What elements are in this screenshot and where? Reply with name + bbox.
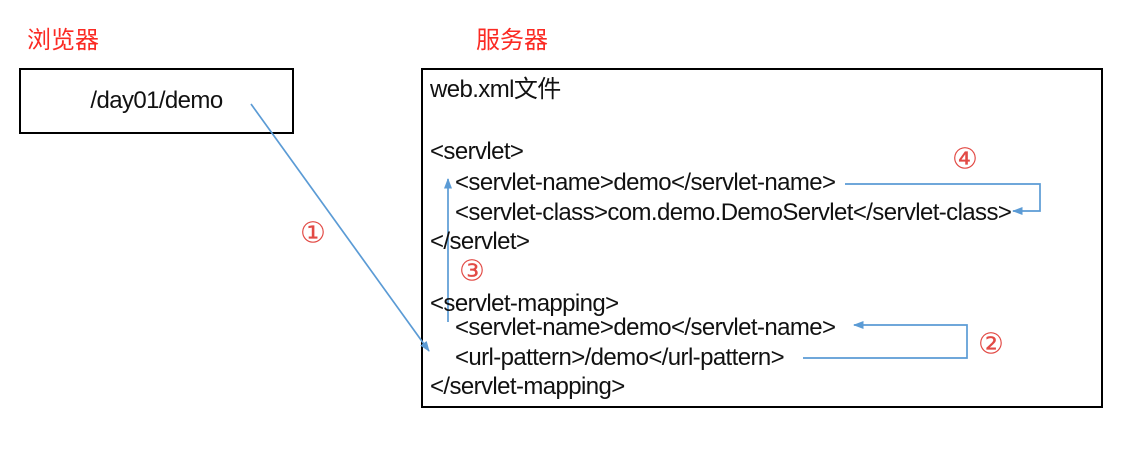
request-url: /day01/demo (90, 87, 223, 114)
code-servlet-class: <servlet-class>com.demo.DemoServlet</ser… (455, 199, 1012, 226)
code-servlet-close: </servlet> (430, 228, 530, 255)
step-3-badge: ③ (459, 253, 485, 288)
step-4-badge: ④ (952, 141, 978, 176)
code-servlet-name: <servlet-name>demo</servlet-name> (455, 169, 836, 196)
arrow-step1-request-to-urlpattern (250, 103, 430, 352)
code-mapping-servlet-name: <servlet-name>demo</servlet-name> (455, 314, 836, 341)
code-mapping-close: </servlet-mapping> (430, 373, 625, 400)
server-title: 服务器 (476, 28, 548, 54)
code-mapping-url-pattern: <url-pattern>/demo</url-pattern> (455, 344, 785, 371)
browser-title: 浏览器 (27, 28, 99, 54)
step-1-badge: ① (300, 215, 326, 250)
webxml-file-label: web.xml文件 (430, 76, 561, 103)
browser-box: /day01/demo (19, 68, 294, 134)
code-mapping-open: <servlet-mapping> (430, 290, 619, 317)
code-servlet-open: <servlet> (430, 138, 524, 165)
step-2-badge: ② (978, 326, 1004, 361)
